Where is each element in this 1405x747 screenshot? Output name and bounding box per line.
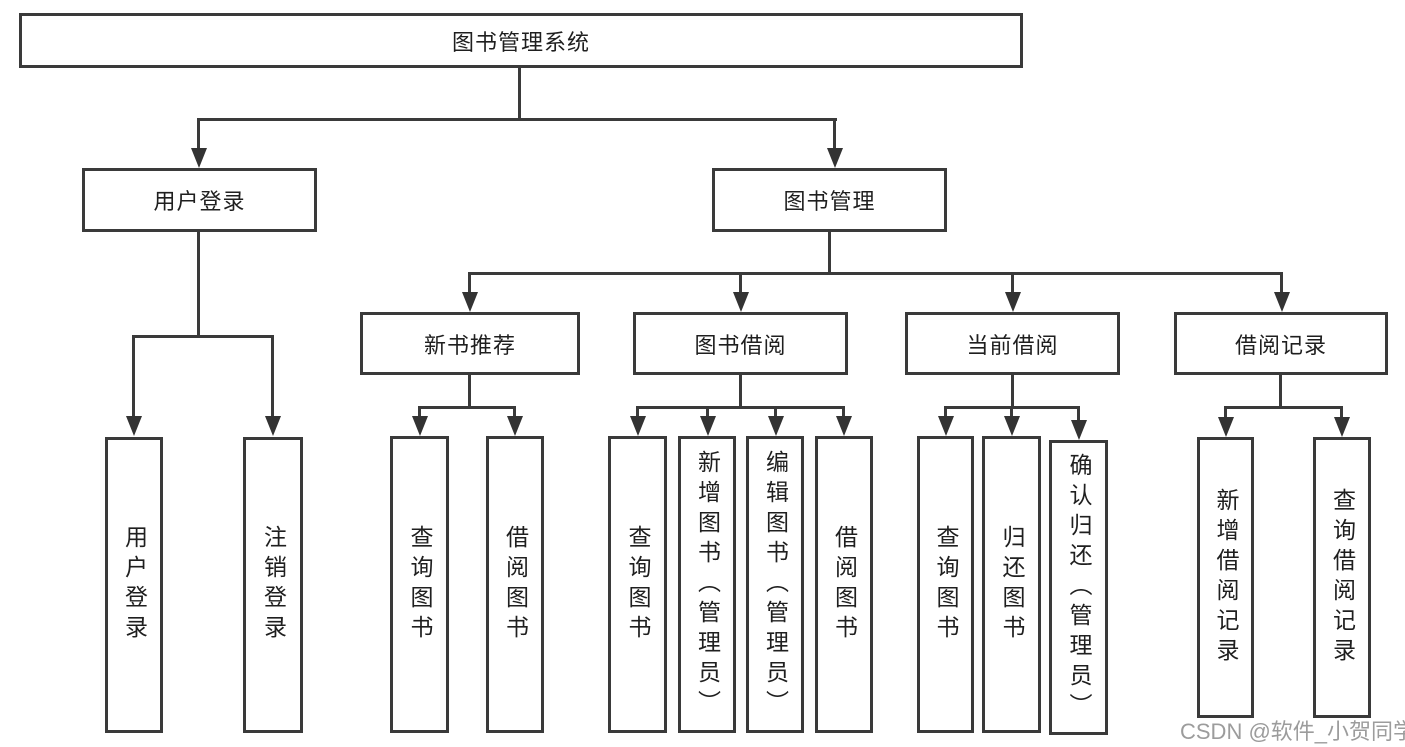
connector-shaft: [842, 406, 845, 416]
node-leaf-add-borrow-record: 新增借阅记录: [1197, 437, 1254, 718]
node-label: 用户登录: [153, 189, 246, 214]
node-leaf-return-books: 归还图书: [982, 436, 1041, 733]
node-label: 新书推荐: [423, 332, 516, 358]
connector-shaft: [636, 406, 639, 416]
arrowhead-icon: [938, 416, 954, 436]
connector-shaft: [944, 406, 947, 416]
node-leaf-user-login: 用户登录: [105, 437, 163, 733]
arrowhead-icon: [507, 416, 523, 436]
node-book-borrow: 图书借阅: [633, 312, 848, 375]
arrowhead-icon: [733, 292, 749, 312]
node-leaf-borrow-books-1: 借阅图书: [486, 436, 544, 733]
arrowhead-icon: [1004, 416, 1020, 436]
connector-shaft: [1011, 272, 1014, 292]
connector-shaft: [132, 335, 135, 416]
arrowhead-icon: [1274, 292, 1290, 312]
node-label: 新增借阅记录: [1213, 487, 1239, 668]
node-leaf-logout: 注销登录: [243, 437, 303, 733]
connector-bookborrow-stem: [739, 375, 742, 406]
node-label: 查询图书: [933, 524, 959, 645]
connector-bookmgmt-stem: [828, 232, 831, 272]
node-label: 用户登录: [121, 525, 148, 645]
node-book-management: 图书管理: [712, 168, 947, 232]
node-label: 图书管理系统: [451, 29, 590, 55]
node-label: 查询图书: [625, 524, 651, 645]
connector-newbook-stem: [468, 375, 471, 406]
arrowhead-icon: [462, 292, 478, 312]
connector-userlogin-stem: [197, 232, 200, 335]
node-new-book-recommend: 新书推荐: [360, 312, 580, 375]
node-label: 借阅图书: [831, 524, 858, 645]
node-label: 查询借阅记录: [1329, 487, 1356, 668]
connector-root-rail: [197, 118, 837, 121]
arrowhead-icon: [700, 416, 716, 436]
connector-records-stem: [1279, 375, 1282, 406]
node-label: 图书借阅: [694, 332, 787, 358]
connector-shaft: [1010, 406, 1013, 416]
node-label: 注销登录: [260, 525, 287, 645]
node-label: 查询图书: [407, 524, 433, 645]
node-label: 借阅图书: [502, 524, 529, 645]
node-leaf-borrow-books-2: 借阅图书: [815, 436, 873, 733]
connector-bookborrow-rail: [636, 406, 844, 409]
arrowhead-icon: [827, 148, 843, 168]
node-label: 新增图书（管理员）: [694, 449, 721, 720]
connector-shaft: [271, 335, 274, 416]
connector-shaft: [1340, 406, 1343, 417]
connector-currentborrow-stem: [1011, 375, 1014, 406]
arrowhead-icon: [1218, 417, 1234, 437]
arrowhead-icon: [191, 148, 207, 168]
node-label: 当前借阅: [966, 332, 1059, 358]
csdn-watermark: CSDN @软件_小贺同学: [1180, 719, 1405, 744]
arrowhead-icon: [1071, 420, 1087, 440]
arrowhead-icon: [265, 416, 281, 436]
connector-shaft: [739, 272, 742, 292]
arrowhead-icon: [768, 416, 784, 436]
node-root-library-system: 图书管理系统: [19, 13, 1023, 68]
node-label: 图书管理: [783, 189, 876, 214]
node-leaf-query-borrow-record: 查询借阅记录: [1313, 437, 1371, 718]
arrowhead-icon: [630, 416, 646, 436]
node-leaf-query-books-3: 查询图书: [917, 436, 974, 733]
node-user-login: 用户登录: [82, 168, 317, 232]
node-current-borrow: 当前借阅: [905, 312, 1120, 375]
connector-shaft: [468, 272, 471, 292]
node-label: 确认归还（管理员）: [1066, 452, 1092, 723]
connector-newbook-rail: [418, 406, 516, 409]
arrowhead-icon: [836, 416, 852, 436]
arrowhead-icon: [126, 416, 142, 436]
connector-shaft: [833, 118, 836, 148]
node-leaf-confirm-return-admin: 确认归还（管理员）: [1049, 440, 1108, 735]
node-leaf-edit-books-admin: 编辑图书（管理员）: [746, 436, 804, 733]
arrowhead-icon: [412, 416, 428, 436]
connector-shaft: [1224, 406, 1227, 417]
connector-records-rail: [1224, 406, 1343, 409]
connector-shaft: [418, 406, 421, 416]
node-label: 归还图书: [999, 524, 1025, 645]
node-borrow-records: 借阅记录: [1174, 312, 1388, 375]
connector-shaft: [774, 406, 777, 416]
connector-root-stem: [518, 68, 521, 118]
connector-bookmgmt-rail: [468, 272, 1283, 275]
connector-shaft: [1077, 406, 1080, 420]
node-leaf-query-books-1: 查询图书: [390, 436, 449, 733]
connector-shaft: [513, 406, 516, 416]
arrowhead-icon: [1334, 417, 1350, 437]
connector-userlogin-rail: [132, 335, 274, 338]
node-label: 编辑图书（管理员）: [762, 449, 789, 720]
connector-shaft: [706, 406, 709, 416]
node-label: 借阅记录: [1234, 332, 1327, 358]
node-leaf-add-books-admin: 新增图书（管理员）: [678, 436, 736, 733]
node-leaf-query-books-2: 查询图书: [608, 436, 667, 733]
arrowhead-icon: [1005, 292, 1021, 312]
connector-shaft: [197, 118, 200, 148]
connector-shaft: [1280, 272, 1283, 292]
